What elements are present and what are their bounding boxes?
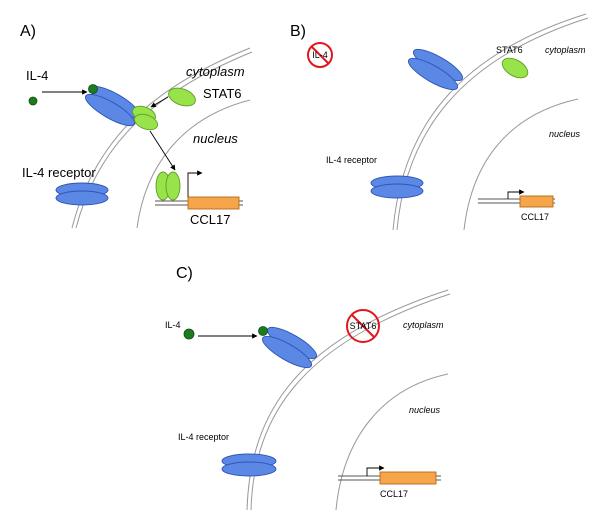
- panel-c-receptor-chain-2: [261, 335, 313, 369]
- panel-a-bound-il4: [88, 84, 98, 94]
- panel-c-stat6-label: STAT6: [350, 321, 377, 331]
- panel-a-transcription-arrow: [187, 170, 203, 197]
- panel-a-stat6-recruit-arrow: [150, 96, 169, 108]
- panel-b-receptor-label: IL-4 receptor: [326, 155, 377, 165]
- panel-a-nucleus-label: nucleus: [193, 131, 238, 146]
- panel-c-receptor-inactive-2: [221, 461, 277, 477]
- panel-a: A) IL-4 STAT6 cytoplasm nucleus IL-4 rec…: [20, 23, 253, 229]
- panel-b-stat6: [501, 57, 529, 79]
- panel-a-translocation-arrow: [149, 130, 176, 171]
- panel-a-nuclear-membrane: [136, 99, 251, 229]
- panel-b-stat6-label: STAT6: [496, 45, 523, 55]
- panel-a-label: A): [20, 23, 36, 40]
- panel-b-blocked-slash: [310, 45, 330, 65]
- panel-b-nuclear-membrane: [463, 98, 579, 231]
- panel-c-label: C): [176, 265, 193, 282]
- panel-a-receptor-label: IL-4 receptor: [22, 165, 96, 180]
- panel-c: C) IL-4 STAT6 cytoplasm nucleus IL-4 rec…: [165, 265, 451, 511]
- panel-b: B) IL-4 STAT6 cytoplasm nucleus IL-4 rec…: [290, 13, 589, 231]
- panel-b-receptor-inactive-2: [370, 183, 424, 199]
- panel-a-stat6-dimer-2: [134, 113, 158, 131]
- panel-b-ccl17-gene: [519, 195, 554, 208]
- panel-a-receptor-chain-2: [84, 93, 136, 127]
- panel-c-blocked-stat6-icon: [346, 309, 380, 343]
- panel-a-stat6-label: STAT6: [203, 86, 242, 101]
- panel-c-receptor-label: IL-4 receptor: [178, 432, 229, 442]
- panel-c-il4-ligand: [183, 328, 195, 340]
- panel-b-label: B): [290, 23, 306, 40]
- panel-a-ccl17-gene: [187, 196, 240, 210]
- panel-b-nucleus-label: nucleus: [549, 129, 581, 139]
- panel-b-receptor-chain-2: [407, 57, 459, 91]
- panel-a-cytoplasm-label: cytoplasm: [186, 64, 245, 79]
- panel-a-stat6-dna-2: [165, 171, 181, 201]
- panel-a-il4-label: IL-4: [26, 68, 48, 83]
- panel-c-blocked-slash: [351, 314, 375, 338]
- panel-a-stat6-free: [168, 87, 196, 107]
- panel-b-cytoplasm-label: cytoplasm: [545, 45, 586, 55]
- panel-c-gene-label: CCL17: [380, 489, 408, 499]
- panel-c-cytoplasm-label: cytoplasm: [403, 320, 444, 330]
- panel-c-transcription-arrow: [366, 465, 385, 476]
- panel-b-gene-label: CCL17: [521, 212, 549, 222]
- panel-a-il4-ligand: [28, 96, 38, 106]
- panel-b-il4-label: IL-4: [312, 50, 328, 60]
- panel-c-il4-label: IL-4: [165, 320, 181, 330]
- panel-a-gene-label: CCL17: [190, 212, 230, 227]
- panel-c-nuclear-membrane: [335, 373, 449, 511]
- panel-a-receptor-inactive-2: [55, 190, 109, 206]
- panel-c-ccl17-gene: [379, 471, 437, 485]
- panel-b-blocked-il4-icon: [307, 42, 333, 68]
- panel-b-transcription-arrow: [507, 189, 525, 199]
- panel-c-nucleus-label: nucleus: [409, 405, 441, 415]
- panel-c-bound-il4: [258, 326, 268, 336]
